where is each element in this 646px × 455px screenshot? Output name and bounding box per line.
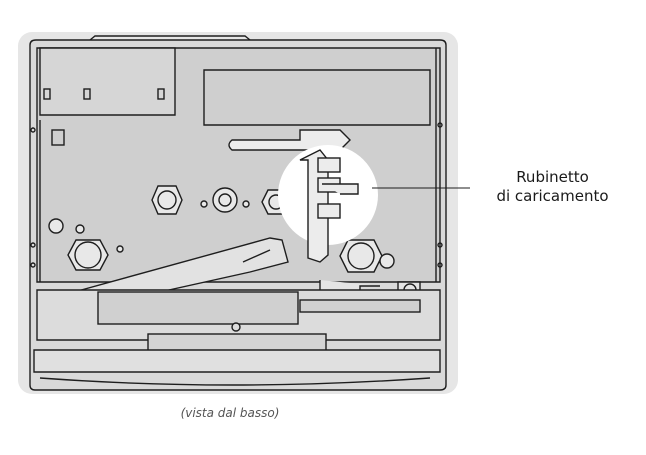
- callout-line-2: di caricamento: [496, 187, 609, 205]
- pipe-fittings: [48, 185, 395, 273]
- lower-body: [33, 289, 441, 386]
- callout-line-1: Rubinetto: [516, 168, 589, 186]
- filling-tap: [299, 149, 359, 263]
- filling-tap-label: Rubinetto di caricamento: [470, 168, 635, 206]
- view-caption: (vista dal basso): [180, 406, 280, 420]
